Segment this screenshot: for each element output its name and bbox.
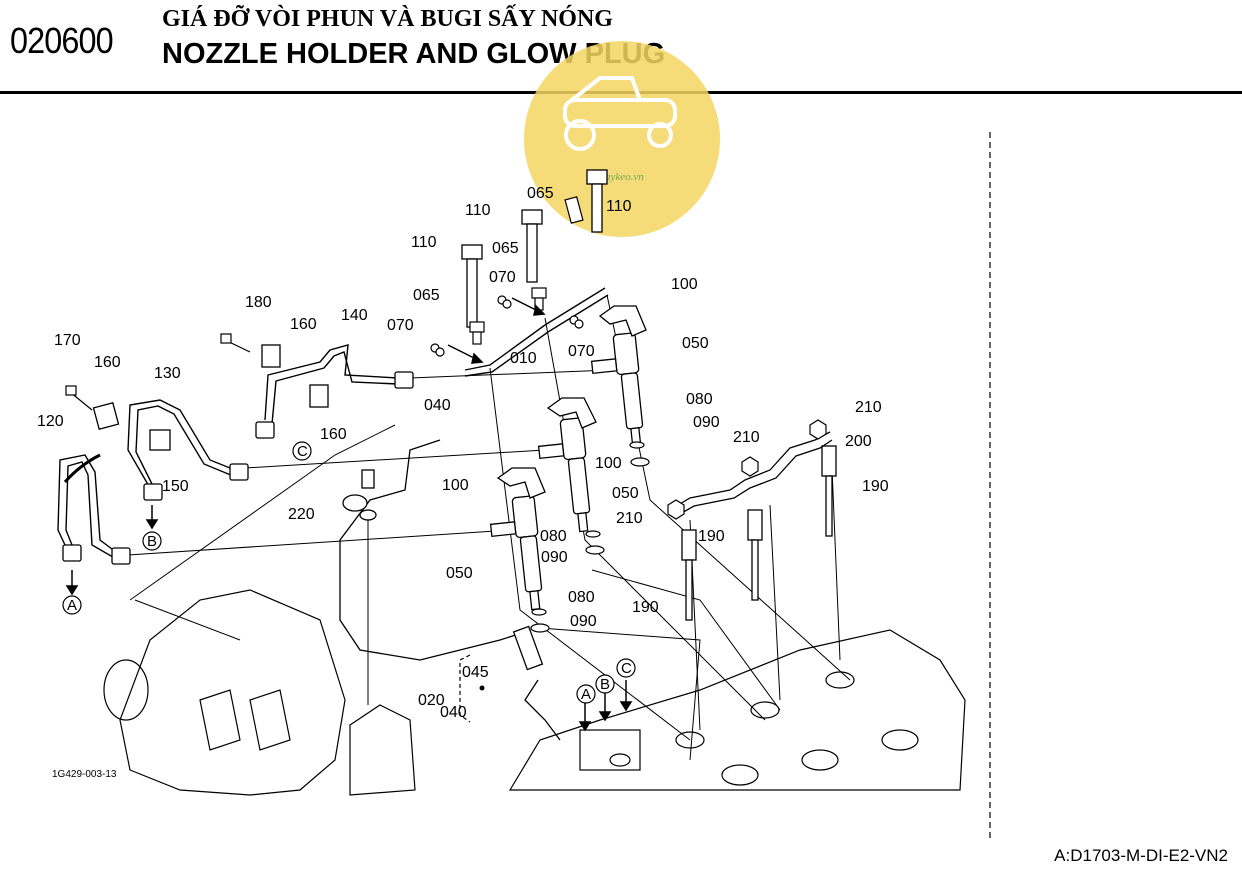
injection-pipes [57, 344, 399, 561]
part-label: 070 [568, 343, 595, 360]
part-label: 040 [440, 704, 467, 721]
watermark-text: maykeo.vn [597, 171, 644, 183]
part-label: 070 [489, 269, 516, 286]
engine-block [103, 589, 966, 796]
clamp-bolts [65, 333, 251, 411]
part-label: 130 [154, 365, 181, 382]
glow-plug-nuts [667, 419, 827, 520]
reference-markers [62, 441, 636, 704]
part-label: 100 [671, 276, 698, 293]
part-label: 140 [341, 307, 368, 324]
part-label: 210 [616, 510, 643, 527]
washers [430, 295, 650, 633]
part-label: 070 [387, 317, 414, 334]
figure-id: 1G429-003-13 [52, 769, 117, 780]
reference-letters: A B C A B C [67, 443, 632, 703]
glow-plugs [681, 445, 837, 621]
part-label: 080 [540, 528, 567, 545]
reference-letter: C [297, 443, 308, 460]
part-label: 065 [527, 185, 554, 202]
part-label: 100 [595, 455, 622, 472]
part-label: 150 [162, 478, 189, 495]
nozzle-clamps [496, 305, 647, 499]
part-label: 090 [541, 549, 568, 566]
reference-letter: A [67, 597, 77, 614]
reference-letter: B [147, 533, 157, 550]
reference-letter: C [621, 660, 632, 677]
part-label: 120 [37, 413, 64, 430]
part-label: 100 [442, 477, 469, 494]
part-label: 080 [568, 589, 595, 606]
tractor-logo-icon [563, 76, 677, 151]
return-pipe [464, 287, 609, 377]
part-label: 160 [290, 316, 317, 333]
part-label: 010 [510, 350, 537, 367]
part-label: 090 [570, 613, 597, 630]
model-reference: A:D1703-M-DI-E2-VN2 [1054, 846, 1228, 865]
glow-plug-lead [677, 431, 833, 515]
return-hose [339, 439, 561, 741]
part-labels: 010 020 040 040 045 050 050 050 065 065 … [37, 185, 889, 721]
part-label: 160 [320, 426, 347, 443]
part-label: 090 [693, 414, 720, 431]
pipe-clamps [92, 344, 329, 451]
group-bracket [459, 654, 471, 723]
part-label: 110 [411, 234, 437, 251]
title-vietnamese: GIÁ ĐỠ VÒI PHUN VÀ BUGI SẤY NÓNG [162, 6, 613, 32]
banjo-bolts [469, 196, 584, 345]
part-label: 050 [612, 485, 639, 502]
watermark: maykeo.vn [524, 41, 720, 237]
part-label: 065 [413, 287, 440, 304]
part-label: 050 [446, 565, 473, 582]
reference-letter: B [600, 676, 610, 693]
part-label: 050 [682, 335, 709, 352]
part-label: 160 [94, 354, 121, 371]
part-label: 065 [492, 240, 519, 257]
part-label: 110 [606, 198, 632, 215]
part-label: 220 [288, 506, 315, 523]
part-label: 190 [698, 528, 725, 545]
part-label: 080 [686, 391, 713, 408]
part-label: 110 [465, 202, 491, 219]
hose-clamp-220 [342, 469, 377, 521]
part-label: 045 [462, 664, 489, 681]
direction-arrows [63, 297, 633, 732]
part-label: 020 [418, 692, 445, 709]
part-label: 210 [855, 399, 882, 416]
pipe-nuts [62, 371, 414, 565]
part-label: 180 [245, 294, 272, 311]
part-label: 170 [54, 332, 81, 349]
part-label: 040 [424, 397, 451, 414]
section-code: 020600 [10, 20, 114, 61]
part-label: 200 [845, 433, 872, 450]
part-label: 190 [862, 478, 889, 495]
group-dot [479, 685, 485, 691]
part-label: 210 [733, 429, 760, 446]
part-label: 190 [632, 599, 659, 616]
leader-lines [127, 294, 851, 761]
reference-letter: A [581, 686, 591, 703]
